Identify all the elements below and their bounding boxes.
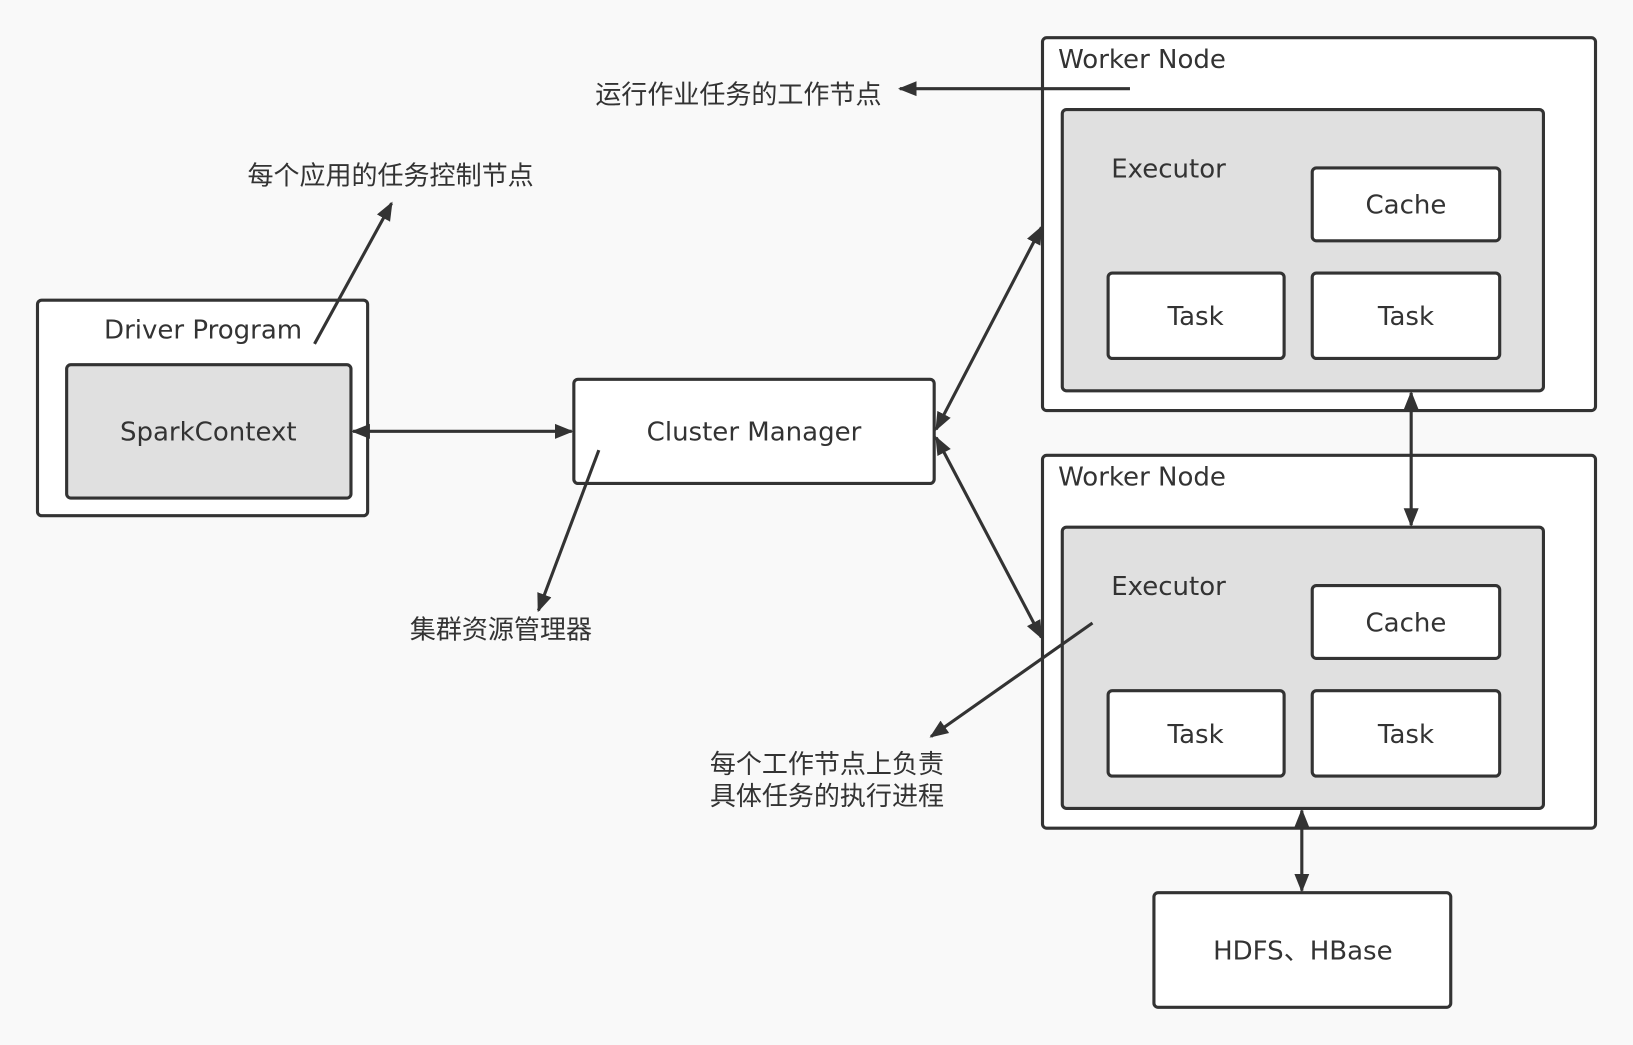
- worker-node-title: Worker Node: [1058, 463, 1226, 493]
- worker-node-1: Worker Node Executor Cache Task Task: [1040, 36, 1598, 413]
- spark-context-box: [65, 363, 353, 500]
- cache-box: [1310, 166, 1502, 243]
- task-label: Task: [1167, 302, 1224, 332]
- cache-label: Cache: [1366, 191, 1447, 221]
- executor-annotation-arrow: [929, 621, 1094, 738]
- task-label: Task: [1377, 302, 1434, 332]
- storage-box: [1152, 891, 1453, 1009]
- cluster-annotation-arrow: [536, 449, 601, 613]
- storage-label: HDFS、HBase: [1213, 936, 1393, 966]
- task-label: Task: [1377, 720, 1434, 750]
- cluster-manager-annotation: 集群资源管理器: [410, 616, 592, 646]
- executor-annotation-line-2: 具体任务的执行进程: [710, 782, 944, 812]
- cache-label: Cache: [1366, 608, 1447, 638]
- executor-label: Executor: [1111, 154, 1226, 184]
- worker-annotation: 运行作业任务的工作节点: [595, 80, 881, 110]
- task-box: [1310, 689, 1502, 778]
- driver-annotation: 每个应用的任务控制节点: [247, 162, 533, 192]
- executor-label: Executor: [1111, 572, 1226, 602]
- executor-annotation-line-1: 每个工作节点上负责: [710, 750, 944, 780]
- driver-program-node: Driver Program SparkContext: [35, 298, 370, 518]
- task-box: [1310, 271, 1502, 361]
- worker-node-title: Worker Node: [1058, 45, 1226, 75]
- cluster-manager-box: [572, 377, 936, 486]
- cluster-worker2-arrow: [934, 435, 1043, 640]
- cluster-worker1-arrow: [934, 225, 1043, 431]
- worker-node-2: Worker Node Executor Cache Task Task: [1040, 453, 1598, 830]
- driver-annotation-arrow: [313, 201, 393, 345]
- cluster-manager-label: Cluster Manager: [647, 418, 862, 448]
- task-box: [1106, 689, 1286, 778]
- driver-program-title: Driver Program: [104, 316, 302, 346]
- spark-context-label: SparkContext: [120, 418, 297, 448]
- task-label: Task: [1167, 720, 1224, 750]
- cache-box: [1310, 583, 1502, 660]
- task-box: [1106, 271, 1286, 361]
